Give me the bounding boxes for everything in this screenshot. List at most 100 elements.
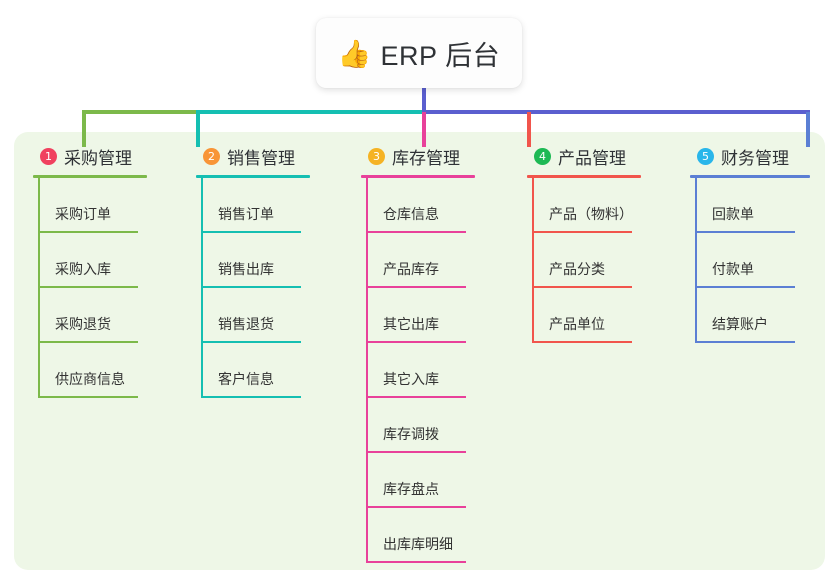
branch-items: 仓库信息产品库存其它出库其它入库库存调拨库存盘点出库库明细 [361, 178, 525, 563]
number-badge-icon: 4 [534, 147, 551, 165]
leaf-underline [366, 561, 466, 563]
branch-header-sales[interactable]: 2 销售管理 [196, 143, 360, 169]
bar-green [82, 110, 196, 114]
branch-spine [366, 178, 368, 563]
branch-spine [532, 178, 534, 343]
branch-spine [38, 178, 40, 398]
leaf-label: 采购退货 [55, 316, 111, 332]
leaf-underline [38, 286, 138, 288]
leaf-label: 库存调拨 [383, 426, 439, 442]
leaf-underline [38, 231, 138, 233]
leaf-label: 销售退货 [218, 316, 274, 332]
leaf-label: 回款单 [712, 206, 754, 222]
branch-title: 销售管理 [227, 148, 295, 168]
root-stem-connector [422, 88, 426, 112]
branch-title: 库存管理 [392, 148, 460, 168]
number-badge-icon: 1 [40, 147, 57, 165]
leaf-underline [532, 231, 632, 233]
drop-red [527, 112, 531, 147]
leaf-label: 其它入库 [383, 371, 439, 387]
leaf-node[interactable]: 销售出库 [196, 233, 360, 288]
leaf-node[interactable]: 出库库明细 [361, 508, 525, 563]
root-node-title: ERP 后台 [380, 40, 501, 71]
leaf-label: 采购订单 [55, 206, 111, 222]
branch-items: 回款单付款单结算账户 [690, 178, 839, 343]
leaf-node[interactable]: 供应商信息 [33, 343, 197, 398]
leaf-label: 库存盘点 [383, 481, 439, 497]
leaf-label: 产品（物料） [549, 206, 633, 222]
leaf-node[interactable]: 产品分类 [527, 233, 691, 288]
branch-underline [33, 175, 147, 178]
leaf-underline [366, 231, 466, 233]
number-badge-icon: 3 [368, 147, 385, 165]
branch-items: 采购订单采购入库采购退货供应商信息 [33, 178, 197, 398]
bar-teal [196, 110, 422, 114]
leaf-underline [366, 506, 466, 508]
leaf-label: 其它出库 [383, 316, 439, 332]
number-badge-icon: 2 [203, 147, 220, 165]
drop-green [82, 112, 86, 147]
branch-header-inventory[interactable]: 3 库存管理 [361, 143, 525, 169]
leaf-label: 客户信息 [218, 371, 274, 387]
drop-teal [196, 112, 200, 147]
branch-column-sales: 2 销售管理销售订单销售出库销售退货客户信息 [196, 143, 360, 398]
branch-underline [196, 175, 310, 178]
leaf-label: 出库库明细 [383, 536, 453, 552]
leaf-node[interactable]: 库存盘点 [361, 453, 525, 508]
branch-items: 产品（物料） 产品分类产品单位 [527, 178, 691, 343]
drop-magenta [422, 112, 426, 147]
leaf-node[interactable]: 客户信息 [196, 343, 360, 398]
leaf-node[interactable]: 销售退货 [196, 288, 360, 343]
leaf-underline [38, 341, 138, 343]
leaf-underline [366, 396, 466, 398]
leaf-node[interactable]: 采购退货 [33, 288, 197, 343]
branch-items: 销售订单销售出库销售退货客户信息 [196, 178, 360, 398]
leaf-underline [366, 341, 466, 343]
leaf-underline [695, 286, 795, 288]
drop-blue [806, 112, 810, 147]
leaf-underline [366, 451, 466, 453]
leaf-node[interactable]: 其它入库 [361, 343, 525, 398]
branch-spine [201, 178, 203, 398]
leaf-underline [201, 231, 301, 233]
leaf-underline [695, 341, 795, 343]
leaf-node[interactable]: 仓库信息 [361, 178, 525, 233]
leaf-label: 产品分类 [549, 261, 605, 277]
leaf-node[interactable]: 付款单 [690, 233, 839, 288]
leaf-label: 产品单位 [549, 316, 605, 332]
branch-underline [690, 175, 810, 178]
branch-header-purchase[interactable]: 1 采购管理 [33, 143, 197, 169]
leaf-node[interactable]: 采购订单 [33, 178, 197, 233]
leaf-label: 采购入库 [55, 261, 111, 277]
leaf-label: 销售出库 [218, 261, 274, 277]
leaf-label: 销售订单 [218, 206, 274, 222]
leaf-node[interactable]: 采购入库 [33, 233, 197, 288]
leaf-node[interactable]: 库存调拨 [361, 398, 525, 453]
root-node[interactable]: 👍 ERP 后台 [316, 18, 522, 88]
leaf-node[interactable]: 产品库存 [361, 233, 525, 288]
branch-spine [695, 178, 697, 343]
branch-underline [361, 175, 475, 178]
branch-title: 采购管理 [64, 148, 132, 168]
bar-purple [422, 110, 810, 114]
leaf-node[interactable]: 销售订单 [196, 178, 360, 233]
leaf-underline [532, 286, 632, 288]
leaf-underline [695, 231, 795, 233]
branch-column-purchase: 1 采购管理采购订单采购入库采购退货供应商信息 [33, 143, 197, 398]
leaf-node[interactable]: 结算账户 [690, 288, 839, 343]
leaf-node[interactable]: 回款单 [690, 178, 839, 233]
leaf-label: 供应商信息 [55, 371, 125, 387]
branch-column-inventory: 3 库存管理仓库信息产品库存其它出库其它入库库存调拨库存盘点出库库明细 [361, 143, 525, 563]
leaf-label: 仓库信息 [383, 206, 439, 222]
leaf-underline [201, 286, 301, 288]
leaf-node[interactable]: 其它出库 [361, 288, 525, 343]
leaf-node[interactable]: 产品（物料） [527, 178, 691, 233]
thumbs-up-icon: 👍 [337, 38, 372, 69]
branch-title: 财务管理 [721, 148, 789, 168]
leaf-node[interactable]: 产品单位 [527, 288, 691, 343]
